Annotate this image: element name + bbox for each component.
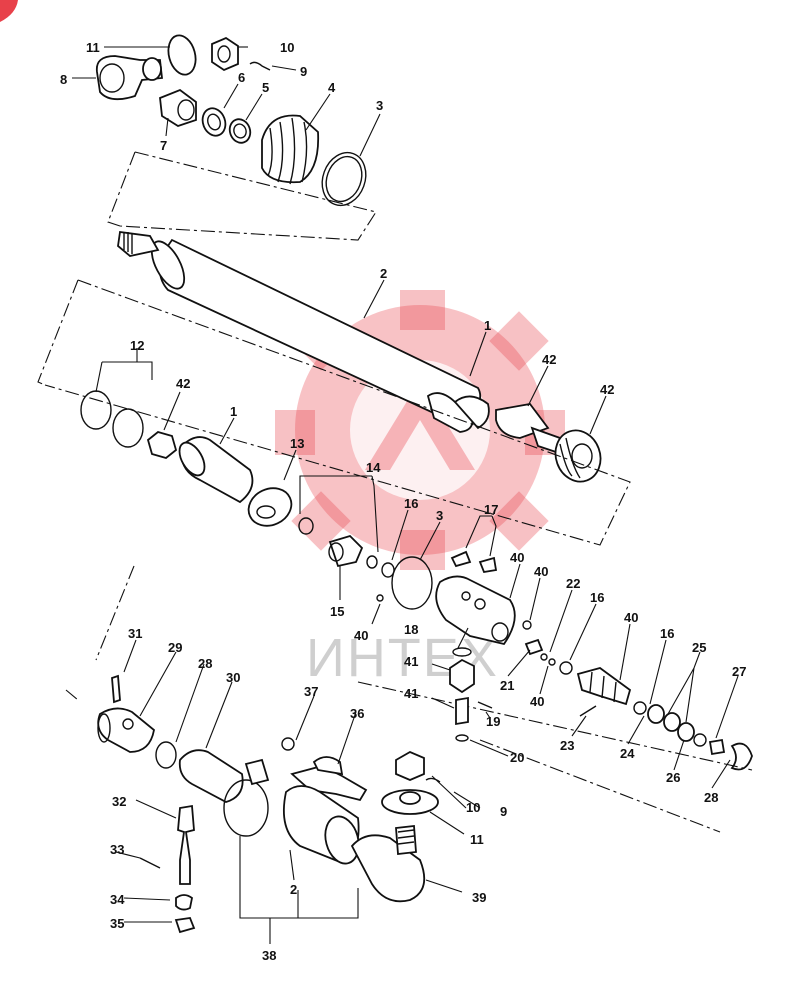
middle-parts [80,390,516,646]
callout-2: 2 [290,882,297,897]
callout-32: 32 [112,794,126,809]
callout-10: 10 [280,40,294,55]
part-o-ring [391,556,433,610]
callout-27: 27 [732,664,746,679]
callout-38: 38 [262,948,276,963]
callout-17: 17 [484,502,498,517]
part-wiper [554,429,602,483]
callout-1: 1 [484,318,491,333]
callout-23: 23 [560,738,574,753]
callout-2: 2 [380,266,387,281]
callout-22: 22 [566,576,580,591]
part-clamp [223,779,269,837]
part-nut [211,36,239,72]
callout-25: 25 [692,640,706,655]
callout-14: 14 [366,460,381,475]
callout-16: 16 [590,590,604,605]
callout-28: 28 [198,656,212,671]
valve-parts [357,620,753,833]
callout-41: 41 [404,654,418,669]
callout-42: 42 [176,376,190,391]
part-o-ring [321,151,367,207]
callout-13: 13 [290,436,304,451]
callout-19: 19 [486,714,500,729]
callout-33: 33 [110,842,124,857]
center-fittings [449,647,493,742]
bottom-assembly [65,565,441,934]
part-boot [261,114,320,185]
callout-9: 9 [300,64,307,79]
part-pin [177,804,195,885]
callout-7: 7 [160,138,167,153]
callout-10: 10 [466,800,480,815]
callout-3: 3 [376,98,383,113]
callout-16: 16 [404,496,418,511]
callout-8: 8 [60,72,67,87]
top-assembly [95,34,377,241]
callout-40: 40 [534,564,548,579]
part-spool [576,667,632,706]
callout-26: 26 [666,770,680,785]
callout-37: 37 [304,684,318,699]
callout-39: 39 [472,890,486,905]
callout-40: 40 [530,694,544,709]
callout-29: 29 [168,640,182,655]
callout-labels: 11 10 9 8 6 5 4 7 3 2 1 12 42 42 42 1 13… [60,40,746,963]
callout-31: 31 [128,626,142,641]
callout-36: 36 [350,706,364,721]
callout-12: 12 [130,338,144,353]
callout-34: 34 [110,892,125,907]
callout-40: 40 [354,628,368,643]
callout-15: 15 [330,604,344,619]
callout-20: 20 [510,750,524,765]
part-ring [201,107,227,137]
part-washer [167,34,197,76]
part-end-sleeve [97,707,155,753]
callout-16: 16 [660,626,674,641]
callout-30: 30 [226,670,240,685]
callout-24: 24 [620,746,635,761]
callout-4: 4 [328,80,336,95]
part-snap-ring [112,408,144,448]
callout-40: 40 [510,550,524,565]
cylinder-assembly [37,230,631,546]
part-nut [146,431,178,459]
part-o-ring [298,517,314,535]
callout-42: 42 [600,382,614,397]
callout-5: 5 [262,80,269,95]
callout-9: 9 [500,804,507,819]
callout-40: 40 [624,610,638,625]
part-cotter-pin [249,61,271,71]
callout-1: 1 [230,404,237,419]
callout-11: 11 [86,40,100,55]
corner-mark [0,0,18,22]
part-snap-ring [80,390,112,430]
callout-18: 18 [404,622,418,637]
callout-3: 3 [436,508,443,523]
part-snap-ring [155,741,177,769]
part-end-cap [730,742,753,771]
part-valve-body [435,575,516,646]
part-ring [228,118,252,144]
leader-lines [72,46,739,944]
callout-21: 21 [500,678,514,693]
callout-41: 41 [404,686,418,701]
callout-42: 42 [542,352,556,367]
callout-35: 35 [110,916,124,931]
callout-28: 28 [704,790,718,805]
callout-6: 6 [238,70,245,85]
callout-11: 11 [470,832,484,847]
